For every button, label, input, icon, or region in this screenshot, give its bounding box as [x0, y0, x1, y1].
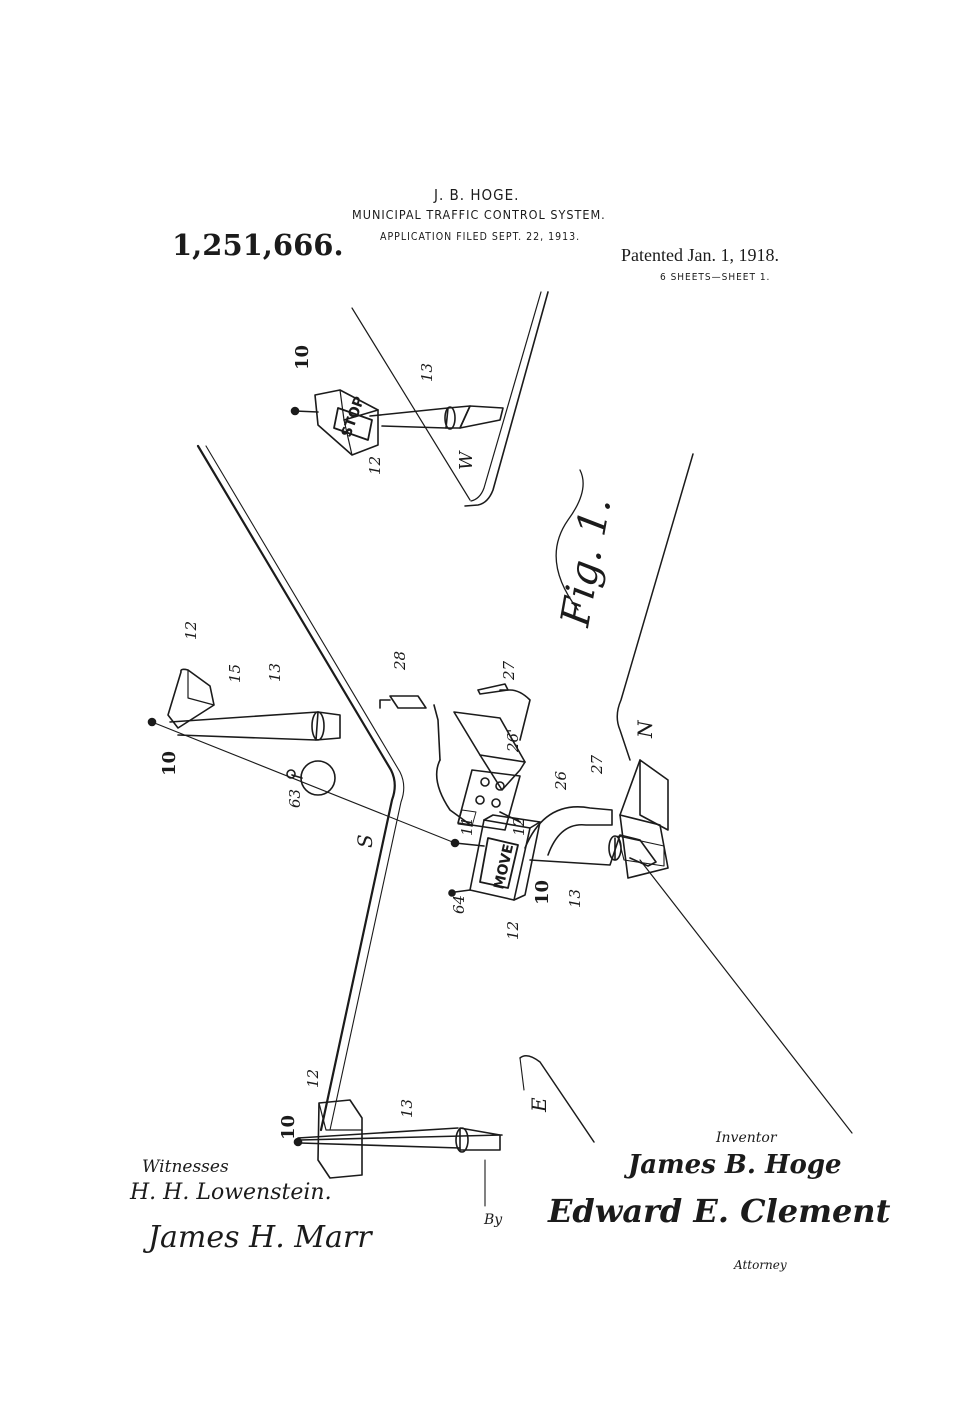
curb-south-inner	[205, 445, 405, 1131]
ref-13-center: 13	[566, 889, 584, 908]
curb-east	[519, 1055, 595, 1143]
signal-post-south	[147, 668, 456, 844]
curb-west-inner	[470, 291, 542, 502]
attorney-label: Attorney	[734, 1258, 787, 1272]
ref-63: 63	[286, 789, 304, 808]
central-signal	[448, 759, 669, 901]
inventor-signature: James B. Hoge	[628, 1150, 842, 1180]
ref-12-center: 12	[510, 817, 528, 836]
street-n: N	[633, 719, 657, 739]
witness-1-signature: H. H. Lowenstein.	[130, 1180, 332, 1205]
ref-64: 64	[450, 895, 468, 914]
ref-10-south: 10	[159, 751, 180, 776]
ref-12-center-b: 12	[504, 921, 522, 940]
signal-post-west	[290, 389, 504, 456]
ref-13-east: 13	[398, 1099, 416, 1118]
west-sidewalk-edge	[351, 307, 471, 501]
ref-13-south: 13	[266, 663, 284, 682]
ref-15-south: 15	[226, 664, 244, 683]
inventor-label: Inventor	[716, 1130, 777, 1146]
ref-10-east: 10	[278, 1115, 299, 1140]
ref-12-south: 12	[182, 621, 200, 640]
sheet-count: 6 SHEETS—SHEET 1.	[660, 272, 771, 283]
ref-28: 26'	[504, 729, 522, 753]
by-label: By	[484, 1212, 503, 1228]
witness-2-signature: James H. Marr	[148, 1220, 372, 1255]
ref-10-center: 10	[532, 880, 553, 905]
patent-number: 1,251,666.	[172, 228, 344, 262]
ref-31: 28	[391, 651, 409, 671]
ref-13-west: 13	[418, 363, 436, 382]
application-date: APPLICATION FILED SEPT. 22, 1913.	[380, 231, 581, 243]
patent-title: MUNICIPAL TRAFFIC CONTROL SYSTEM.	[352, 207, 606, 222]
inventor-name: J. B. HOGE.	[434, 186, 520, 204]
ref-10-west: 10	[292, 345, 313, 370]
curb-east-inner	[519, 1057, 525, 1091]
attorney-signature: Edward E. Clement	[548, 1192, 891, 1230]
ref-25: 27	[500, 660, 518, 681]
ref-27: 27	[588, 754, 606, 775]
ref-12-east: 12	[304, 1069, 322, 1088]
ref-26-prime: 26	[552, 770, 570, 791]
figure-label: Fig. 1.	[552, 494, 620, 631]
witnesses-label: Witnesses	[142, 1157, 229, 1177]
street-w: W	[456, 450, 477, 470]
street-e: E	[527, 1097, 551, 1113]
curb-south	[196, 444, 396, 1132]
street-s: S	[353, 834, 377, 848]
ref-11: 11	[458, 817, 476, 836]
patented-date: Patented Jan. 1, 1918.	[621, 245, 779, 265]
ref-12-west: 12	[366, 456, 384, 475]
control-switchboard	[379, 683, 531, 831]
curb-north	[616, 453, 694, 761]
curb-west	[464, 291, 549, 507]
signal-post-east	[293, 1099, 503, 1207]
fig-flourish	[555, 469, 584, 611]
north-building-line	[639, 859, 853, 1134]
